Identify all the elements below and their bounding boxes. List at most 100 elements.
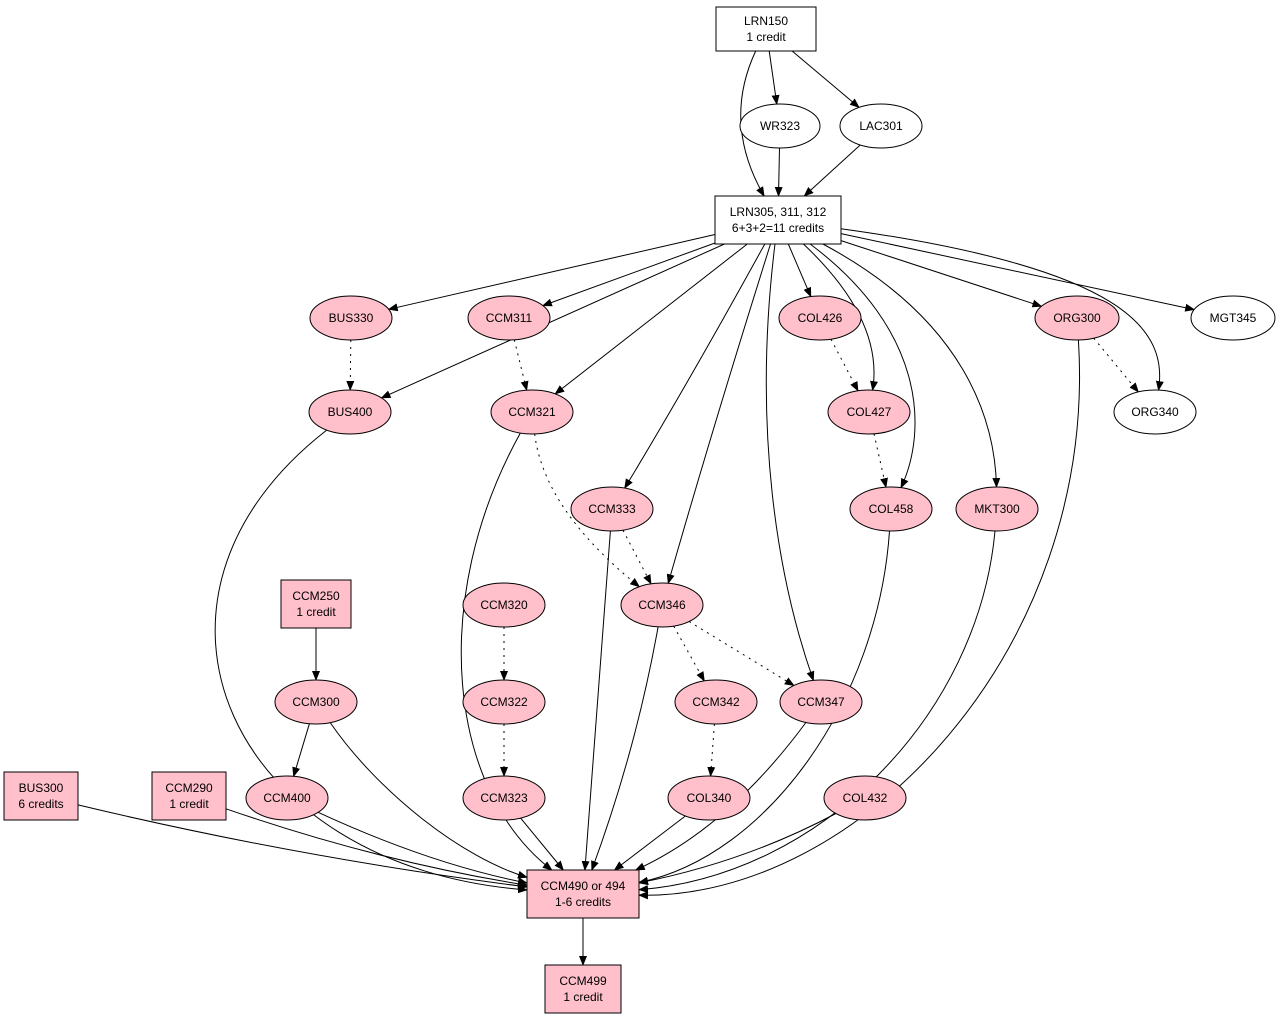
node-ORG340: ORG340 (1114, 390, 1196, 434)
node-CCM490-shape (527, 870, 639, 918)
edge-COL427-COL458 (874, 434, 886, 487)
node-CCM290: CCM290 1 credit (152, 772, 226, 820)
node-LRN305-label: LRN305, 311, 312 (730, 205, 827, 219)
node-WR323: WR323 (740, 104, 820, 148)
node-CCM499: CCM499 1 credit (545, 965, 621, 1013)
node-COL458: COL458 (850, 487, 932, 531)
node-MGT345-label: MGT345 (1210, 311, 1257, 325)
node-LRN150: LRN150 1 credit (716, 7, 816, 51)
node-CCM347: CCM347 (780, 680, 862, 724)
edge-COL426-COL427 (831, 339, 858, 391)
node-CCM499-shape (545, 965, 621, 1013)
node-COL340-label: COL340 (687, 791, 732, 805)
node-LAC301-label: LAC301 (859, 119, 903, 133)
node-CCM323-label: CCM323 (480, 791, 528, 805)
node-CCM400-label: CCM400 (263, 791, 311, 805)
node-CCM490-label: CCM490 or 494 (541, 879, 626, 893)
node-CCM342: CCM342 (675, 680, 757, 724)
edge-LRN305-COL426 (788, 244, 811, 297)
node-CCM320: CCM320 (463, 583, 545, 627)
node-MKT300-label: MKT300 (974, 502, 1020, 516)
node-CCM300: CCM300 (275, 680, 357, 724)
node-MGT345: MGT345 (1191, 296, 1275, 340)
node-COL340: COL340 (668, 776, 750, 820)
edge-CCM300-CCM400 (294, 724, 310, 777)
edge-CCM342-COL340 (711, 724, 715, 776)
node-CCM342-label: CCM342 (692, 695, 740, 709)
edge-LAC301-LRN305 (804, 145, 860, 196)
node-CCM400: CCM400 (246, 776, 328, 820)
node-ORG340-label: ORG340 (1131, 405, 1179, 419)
node-BUS300-label: 6 credits (18, 797, 63, 811)
edge-LRN305-MKT300 (823, 244, 997, 487)
node-LRN305-label: 6+3+2=11 credits (732, 221, 824, 235)
node-CCM250: CCM250 1 credit (281, 580, 351, 628)
edge-ORG300-ORG340 (1094, 338, 1139, 392)
node-CCM333-label: CCM333 (588, 502, 636, 516)
node-BUS330: BUS330 (310, 296, 392, 340)
edge-LRN150-WR323 (769, 51, 777, 104)
node-CCM322-label: CCM322 (480, 695, 528, 709)
edge-LRN305-CCM346 (668, 244, 770, 583)
edge-CCM290-CCM490 (226, 809, 527, 885)
edge-LRN305-BUS330 (389, 235, 715, 310)
node-LRN150-label: LRN150 (744, 14, 788, 28)
node-COL427: COL427 (828, 390, 910, 434)
node-CCM499-label: CCM499 (559, 974, 607, 988)
edge-COL432-CCM490 (639, 814, 836, 883)
node-CCM290-label: CCM290 (165, 781, 213, 795)
node-CCM311: CCM311 (468, 296, 550, 340)
node-ORG300: ORG300 (1035, 296, 1119, 340)
node-CCM311-label: CCM311 (486, 311, 533, 325)
node-CCM346-label: CCM346 (638, 598, 686, 612)
edge-CCM346-CCM347 (689, 622, 794, 686)
node-BUS300-shape (4, 772, 78, 820)
nodes-layer: LRN1501 creditWR323LAC301LRN305, 311, 31… (4, 7, 1275, 1013)
node-CCM290-shape (152, 772, 226, 820)
node-BUS300: BUS300 6 credits (4, 772, 78, 820)
node-CCM250-label: CCM250 (292, 589, 340, 603)
edge-WR323-LRN305 (779, 148, 780, 196)
node-BUS400: BUS400 (309, 390, 391, 434)
node-CCM321-label: CCM321 (508, 405, 556, 419)
node-CCM490: CCM490 or 4941-6 credits (527, 870, 639, 918)
node-COL432-label: COL432 (843, 791, 888, 805)
node-CCM499-label: 1 credit (563, 990, 603, 1004)
edge-CCM333-CCM346 (623, 530, 651, 584)
edge-LRN305-BUS400 (382, 244, 725, 398)
edge-LRN305-COL458 (810, 244, 915, 488)
edge-LRN305-CCM333 (625, 244, 765, 488)
node-BUS400-label: BUS400 (328, 405, 373, 419)
node-CCM320-label: CCM320 (480, 598, 528, 612)
edge-CCM346-CCM490 (592, 627, 658, 870)
node-CCM321: CCM321 (491, 390, 573, 434)
node-COL426-label: COL426 (798, 311, 843, 325)
edge-CCM333-CCM490 (585, 531, 611, 870)
edge-CCM311-CCM321 (514, 340, 526, 390)
node-MKT300: MKT300 (956, 487, 1038, 531)
node-CCM250-label: 1 credit (296, 605, 336, 619)
node-LAC301: LAC301 (840, 104, 922, 148)
node-ORG300-label: ORG300 (1053, 311, 1101, 325)
node-WR323-label: WR323 (760, 119, 800, 133)
node-LRN150-label: 1 credit (746, 30, 786, 44)
edge-CCM346-CCM342 (674, 626, 705, 681)
node-CCM323: CCM323 (463, 776, 545, 820)
edge-COL340-CCM490 (615, 816, 686, 870)
edge-BUS330-BUS400 (350, 340, 351, 390)
node-LRN305-shape (715, 196, 841, 244)
node-COL427-label: COL427 (847, 405, 892, 419)
node-COL426: COL426 (779, 296, 861, 340)
node-COL432: COL432 (824, 776, 906, 820)
node-CCM333: CCM333 (571, 487, 653, 531)
edge-LRN150-LAC301 (792, 51, 859, 107)
node-BUS330-label: BUS330 (329, 311, 374, 325)
node-CCM322: CCM322 (463, 680, 545, 724)
node-CCM346: CCM346 (621, 583, 703, 627)
node-CCM290-label: 1 credit (169, 797, 209, 811)
node-CCM250-shape (281, 580, 351, 628)
node-BUS300-label: BUS300 (19, 781, 64, 795)
node-COL458-label: COL458 (869, 502, 914, 516)
